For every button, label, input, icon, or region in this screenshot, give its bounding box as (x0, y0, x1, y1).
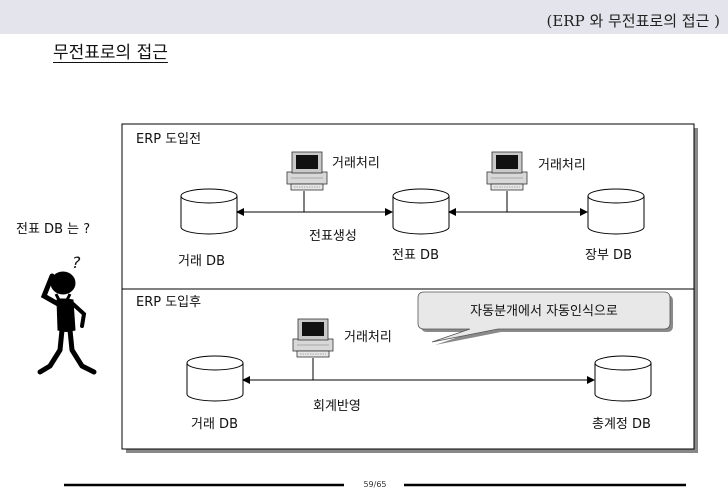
database-icon (594, 355, 652, 402)
terminal-icon (286, 151, 328, 191)
database-icon (180, 188, 238, 235)
before-db-left: 거래 DB (178, 254, 225, 269)
before-db-right: 장부 DB (585, 248, 632, 263)
before-db-center: 전표 DB (392, 248, 439, 263)
terminal-icon (486, 151, 528, 191)
after-terminal-label: 거래처리 (344, 330, 392, 345)
before-title: ERP 도입전 (136, 132, 201, 147)
terminal-icon (292, 318, 334, 358)
database-icon (392, 188, 450, 235)
question-text: 전표 DB 는 ? (16, 222, 90, 237)
page-number: 59/65 (363, 480, 387, 489)
slide-title: 무전표로의 접근 (53, 43, 168, 63)
database-icon (186, 355, 244, 402)
before-terminal-label-1: 거래처리 (332, 156, 380, 171)
header-title: (ERP 와 무전표로의 접근 ) (546, 12, 720, 30)
thinking-person-icon (37, 271, 97, 375)
after-arrow-label: 회계반영 (313, 399, 361, 414)
callout-text: 자동분개에서 자동인식으로 (470, 304, 618, 319)
before-terminal-label-2: 거래처리 (538, 158, 586, 173)
after-db-left: 거래 DB (191, 417, 238, 432)
question-mark: ? (72, 253, 81, 272)
database-icon (587, 188, 645, 235)
before-arrow-label: 전표생성 (309, 229, 357, 244)
after-title: ERP 도입후 (136, 295, 201, 310)
header-bar (0, 0, 728, 34)
callout-bubble (417, 291, 673, 345)
after-db-right: 총계정 DB (592, 417, 651, 432)
